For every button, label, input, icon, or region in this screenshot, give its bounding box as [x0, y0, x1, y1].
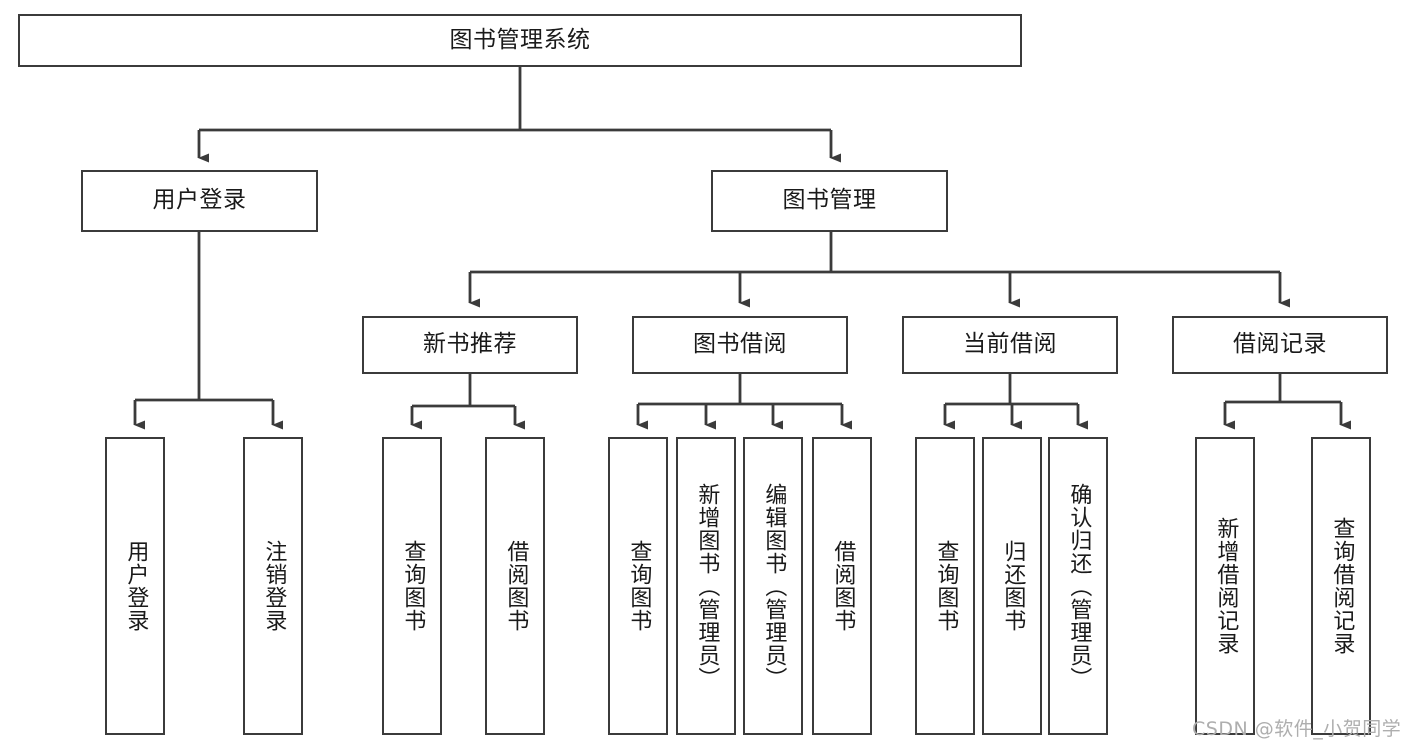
node-leaf-query-book-2[interactable]: 查询图书 — [608, 437, 668, 735]
node-leaf-add-record-label: 新增借阅记录 — [1213, 517, 1239, 655]
node-leaf-query-book-2-label: 查询图书 — [626, 540, 652, 632]
node-borrow-record-label: 借阅记录 — [1233, 331, 1327, 358]
node-book-borrow[interactable]: 图书借阅 — [632, 316, 848, 374]
node-book-manage[interactable]: 图书管理 — [711, 170, 948, 232]
node-leaf-user-login-label: 用户登录 — [123, 540, 149, 632]
node-leaf-borrow-book-2-label: 借阅图书 — [830, 540, 856, 632]
node-leaf-borrow-book-2[interactable]: 借阅图书 — [812, 437, 872, 735]
node-leaf-query-book-1-label: 查询图书 — [400, 540, 426, 632]
node-leaf-add-book[interactable]: 新增图书（管理员） — [676, 437, 736, 735]
node-borrow-record[interactable]: 借阅记录 — [1172, 316, 1388, 374]
node-new-book-rec-label: 新书推荐 — [423, 331, 517, 358]
node-leaf-return-book-label: 归还图书 — [1000, 540, 1026, 632]
node-book-manage-label: 图书管理 — [782, 187, 877, 214]
node-leaf-borrow-book-1[interactable]: 借阅图书 — [485, 437, 545, 735]
node-leaf-user-logout[interactable]: 注销登录 — [243, 437, 303, 735]
node-leaf-query-record[interactable]: 查询借阅记录 — [1311, 437, 1371, 735]
node-leaf-confirm-return-label: 确认归还（管理员） — [1066, 482, 1092, 690]
node-book-borrow-label: 图书借阅 — [693, 331, 787, 358]
node-leaf-return-book[interactable]: 归还图书 — [982, 437, 1042, 735]
node-leaf-query-book-3-label: 查询图书 — [933, 540, 959, 632]
node-leaf-edit-book-label: 编辑图书（管理员） — [761, 482, 787, 690]
node-user-login-label: 用户登录 — [152, 187, 247, 214]
node-leaf-user-login[interactable]: 用户登录 — [105, 437, 165, 735]
node-leaf-edit-book[interactable]: 编辑图书（管理员） — [743, 437, 803, 735]
node-new-book-rec[interactable]: 新书推荐 — [362, 316, 578, 374]
node-user-login[interactable]: 用户登录 — [81, 170, 318, 232]
node-leaf-confirm-return[interactable]: 确认归还（管理员） — [1048, 437, 1108, 735]
node-leaf-query-book-3[interactable]: 查询图书 — [915, 437, 975, 735]
node-leaf-borrow-book-1-label: 借阅图书 — [503, 540, 529, 632]
node-current-borrow-label: 当前借阅 — [963, 331, 1057, 358]
node-leaf-user-logout-label: 注销登录 — [261, 540, 287, 632]
node-root[interactable]: 图书管理系统 — [18, 14, 1022, 67]
node-leaf-add-record[interactable]: 新增借阅记录 — [1195, 437, 1255, 735]
node-current-borrow[interactable]: 当前借阅 — [902, 316, 1118, 374]
node-root-label: 图书管理系统 — [449, 26, 591, 53]
node-leaf-add-book-label: 新增图书（管理员） — [694, 482, 720, 690]
node-leaf-query-book-1[interactable]: 查询图书 — [382, 437, 442, 735]
node-leaf-query-record-label: 查询借阅记录 — [1329, 517, 1355, 655]
